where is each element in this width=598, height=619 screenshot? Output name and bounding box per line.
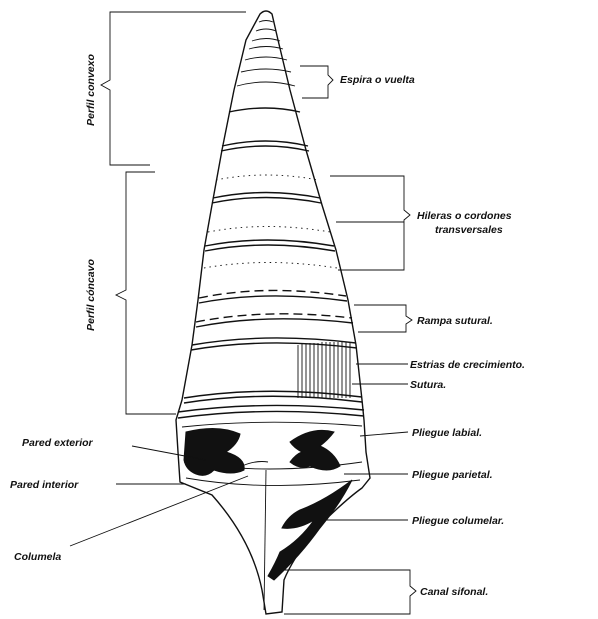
labial-fold-label: Pliegue labial. bbox=[412, 427, 482, 439]
outer-wall-label: Pared exterior bbox=[22, 437, 94, 449]
columella-label: Columela bbox=[14, 551, 61, 563]
growth-striae-label: Estrias de crecimiento. bbox=[410, 359, 525, 371]
shell-drawing bbox=[176, 11, 370, 614]
convex-profile-label: Perfil convexo bbox=[85, 54, 97, 126]
left-brackets bbox=[101, 12, 246, 414]
parietal-fold-label: Pliegue parietal. bbox=[412, 469, 493, 481]
concave-profile-label: Perfil cóncavo bbox=[85, 259, 97, 331]
sutural-ramp-label: Rampa sutural. bbox=[417, 315, 493, 327]
suture-label: Sutura. bbox=[410, 379, 446, 391]
transverse-rows-label-line2: transversales bbox=[435, 224, 503, 236]
inner-wall-label: Pared interior bbox=[10, 479, 79, 491]
siphonal-canal-label: Canal sifonal. bbox=[420, 586, 488, 598]
right-brackets bbox=[70, 66, 416, 614]
spire-label: Espira o vuelta bbox=[340, 74, 415, 86]
transverse-rows-label-line1: Hileras o cordones bbox=[417, 210, 512, 222]
columellar-fold-label: Pliegue columelar. bbox=[412, 515, 504, 527]
